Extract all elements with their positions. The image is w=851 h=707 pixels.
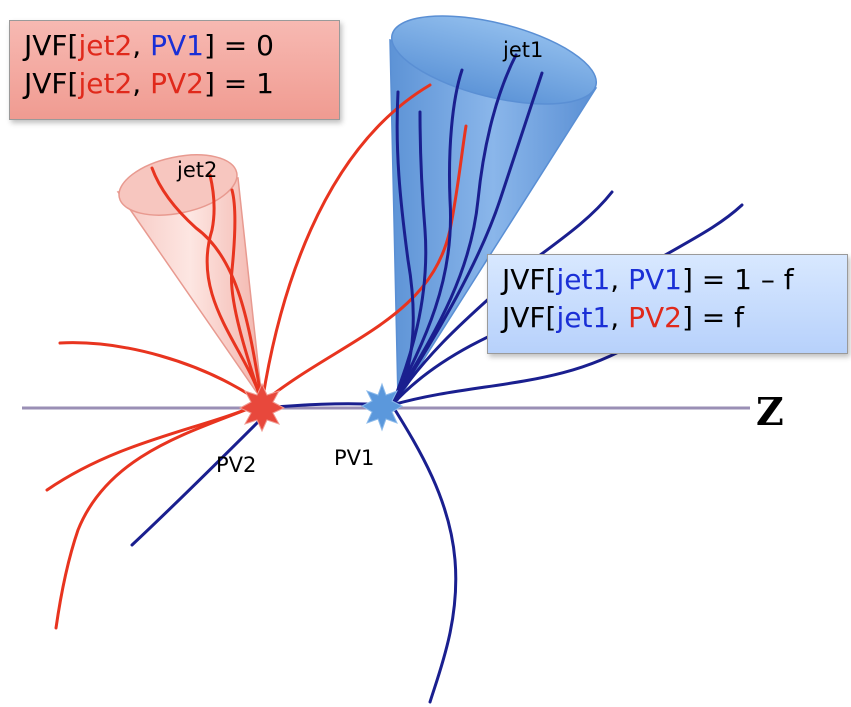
- vertex-name: PV2: [150, 67, 204, 100]
- pv2-vertex-icon: [238, 382, 286, 433]
- jvf-suffix: ] = 0: [203, 29, 274, 62]
- jet1-jvf-box: JVF[jet1, PV1] = 1 – f JVF[jet1, PV2] = …: [487, 254, 848, 354]
- jet1-label: jet1: [502, 38, 543, 62]
- jvf-sep: ,: [610, 263, 629, 296]
- jvf-prefix: JVF[: [24, 29, 79, 62]
- jet2-label: jet2: [176, 158, 217, 182]
- jvf-suffix: ] = 1: [203, 67, 274, 100]
- pv2-tracks: [45, 83, 468, 630]
- jet-name: jet1: [556, 263, 611, 296]
- jet-name: jet1: [556, 301, 611, 334]
- vertex-name: PV1: [628, 263, 682, 296]
- jvf-sep: ,: [132, 29, 151, 62]
- vertex-name: PV1: [150, 29, 204, 62]
- pv1-vertex-icon: [360, 382, 404, 432]
- pv2-label: PV2: [216, 453, 256, 477]
- jvf-prefix: JVF[: [24, 67, 79, 100]
- jet1-jvf-line-pv2: JVF[jet1, PV2] = f: [502, 299, 837, 337]
- jvf-prefix: JVF[: [502, 301, 557, 334]
- jet1-jvf-line-pv1: JVF[jet1, PV1] = 1 – f: [502, 261, 837, 299]
- jet-name: jet2: [78, 67, 133, 100]
- jvf-prefix: JVF[: [502, 263, 557, 296]
- jet2-cone: [116, 154, 263, 401]
- jvf-suffix: ] = f: [681, 301, 744, 334]
- jet2-jvf-line-pv2: JVF[jet2, PV2] = 1: [24, 65, 329, 103]
- pv1-label: PV1: [334, 446, 374, 470]
- jet-name: jet2: [78, 29, 133, 62]
- vertex-name: PV2: [628, 301, 682, 334]
- jvf-suffix: ] = 1 – f: [681, 263, 794, 296]
- z-axis-label: Z: [756, 389, 784, 434]
- jvf-sep: ,: [132, 67, 151, 100]
- jvf-sep: ,: [610, 301, 629, 334]
- jet2-jvf-line-pv1: JVF[jet2, PV1] = 0: [24, 27, 329, 65]
- jet2-jvf-box: JVF[jet2, PV1] = 0 JVF[jet2, PV2] = 1: [9, 20, 340, 120]
